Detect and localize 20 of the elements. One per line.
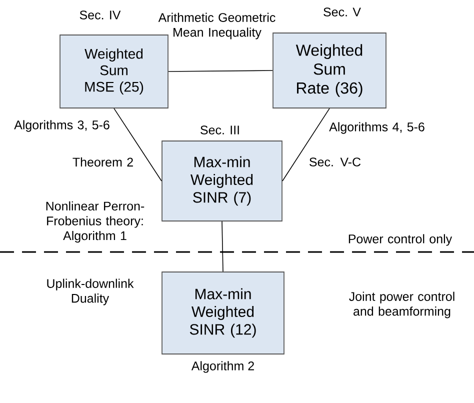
process-box: Max-min Weighted SINR (7) bbox=[162, 140, 282, 222]
connector-line bbox=[282, 108, 330, 182]
edge-label: Algorithms 4, 5-6 bbox=[329, 122, 424, 134]
connector-line bbox=[114, 108, 162, 182]
process-box: Weighted Sum Rate (36) bbox=[272, 32, 386, 108]
section-label: Algorithm 2 bbox=[191, 361, 254, 373]
annotation-label: Joint power control and beamforming bbox=[349, 292, 454, 318]
section-label: Sec. V bbox=[324, 8, 361, 16]
annotation-label: Sec. V-C bbox=[310, 158, 361, 166]
edge-label: Algorithms 3, 5-6 bbox=[14, 120, 110, 132]
annotation-label: Nonlinear Perron-Frobenius theory: Algorithm 1 bbox=[46, 201, 144, 243]
connector-line bbox=[168, 70, 273, 72]
annotation-label: Power control only bbox=[348, 234, 452, 246]
annotation-label: Theorem 2 bbox=[72, 157, 133, 167]
section-label: Sec. IV bbox=[80, 10, 121, 20]
annotation-label: Uplink-downlink Duality bbox=[47, 278, 134, 306]
connector-line bbox=[222, 221, 224, 272]
process-box: Max-min Weighted SINR (12) bbox=[162, 272, 284, 354]
process-box: Weighted Sum MSE (25) bbox=[60, 34, 168, 108]
section-label: Sec. III bbox=[200, 126, 239, 134]
